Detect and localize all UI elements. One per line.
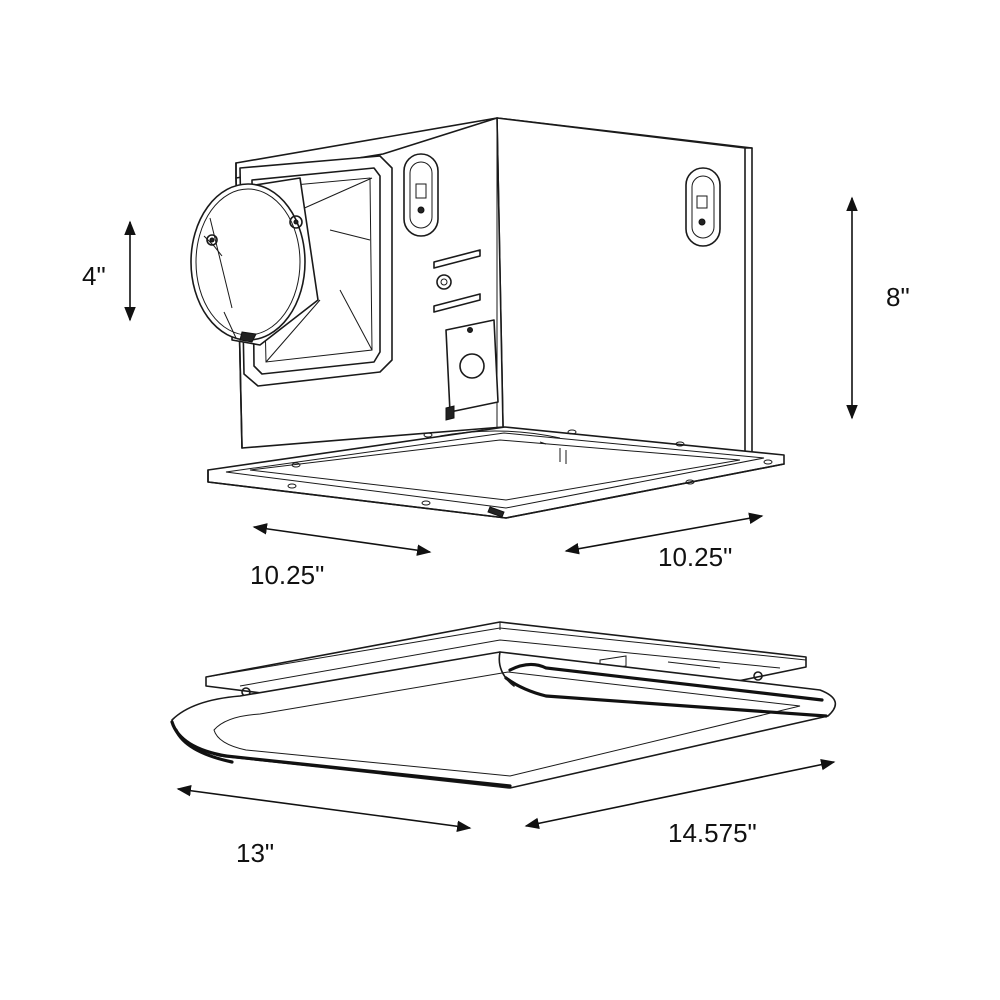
label-grille-width-left: 13" <box>236 838 274 868</box>
label-housing-width-left: 10.25" <box>250 560 324 590</box>
label-housing-width-right: 10.25" <box>658 542 732 572</box>
arrow-grille-width-left <box>176 785 472 832</box>
dimension-arrows <box>124 196 858 832</box>
duct-collar <box>190 177 319 346</box>
arrow-housing-width-right <box>564 512 764 555</box>
flange-screw-holes <box>287 429 773 518</box>
housing-vents <box>433 249 481 313</box>
arrow-housing-width-left <box>252 523 432 556</box>
arrow-grille-width-right <box>524 758 836 830</box>
front-mounting-bracket <box>403 153 439 237</box>
dimension-labels: 4" 8" 10.25" 10.25" 13" 14.575" <box>82 261 910 868</box>
grille-assembly <box>170 621 837 789</box>
side-mounting-bracket <box>685 167 721 247</box>
fan-housing <box>190 117 785 519</box>
label-duct-height: 4" <box>82 261 106 291</box>
junction-box <box>445 319 499 421</box>
label-housing-height: 8" <box>886 282 910 312</box>
label-grille-width-right: 14.575" <box>668 818 757 848</box>
